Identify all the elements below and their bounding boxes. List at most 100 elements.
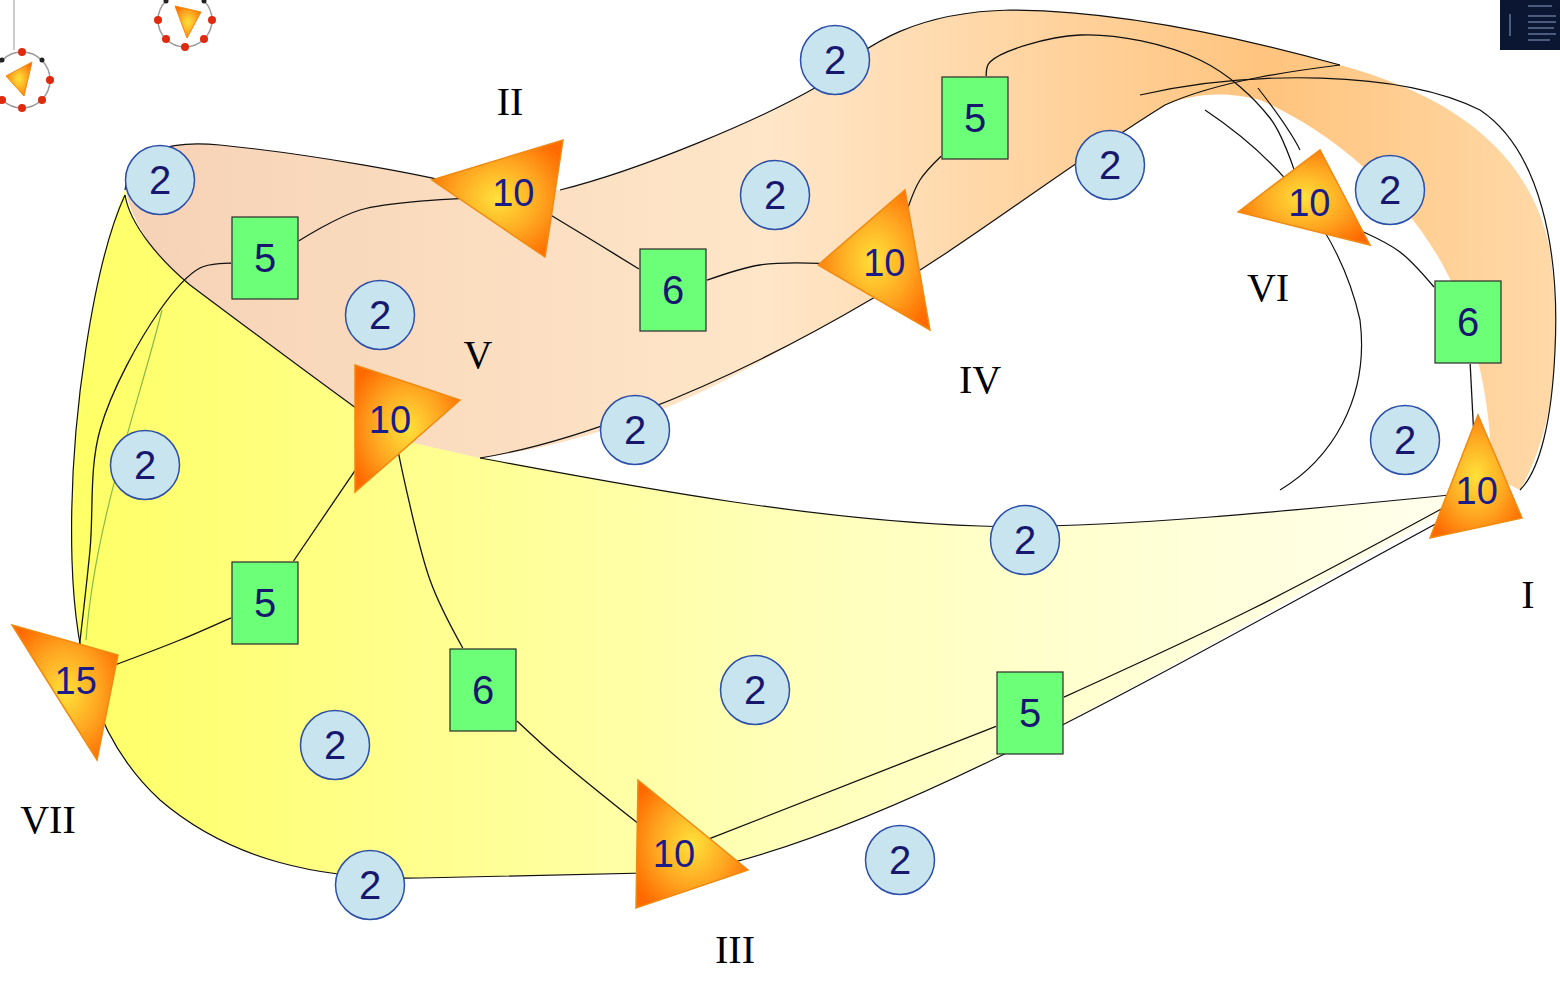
icon-dots — [154, 16, 216, 51]
weight-circle: 2 — [799, 24, 871, 96]
circle-outline — [991, 506, 1060, 575]
connector-line — [299, 199, 459, 241]
weight-circle: 2 — [299, 709, 371, 781]
weight-square: 6 — [449, 648, 517, 732]
weight-circle: 2 — [1369, 404, 1441, 476]
circle-outline — [126, 146, 195, 215]
weight-triangle: 10IV — [816, 188, 932, 332]
connector-line — [116, 618, 231, 665]
weight-number: 2 — [324, 723, 346, 767]
band-edge — [72, 195, 690, 878]
connector-line — [710, 726, 996, 838]
band-edge — [480, 458, 1480, 527]
panel-lines — [1510, 6, 1556, 40]
square-outline — [942, 77, 1008, 159]
weight-number: 10 — [1288, 183, 1330, 225]
weight-number: 2 — [1379, 168, 1401, 212]
weight-square: 5 — [231, 561, 299, 645]
weight-number: 2 — [369, 293, 391, 337]
weight-number: 2 — [1099, 143, 1121, 187]
weight-number: 10 — [369, 400, 411, 442]
triangle-outline — [1238, 150, 1370, 245]
weight-number: 5 — [964, 96, 986, 140]
corner-icon — [154, 0, 216, 51]
connector-line — [294, 471, 355, 561]
weight-square: 6 — [639, 248, 707, 332]
weight-triangle: 15VII — [10, 623, 120, 762]
weight-circle: 2 — [1074, 129, 1146, 201]
weight-circle: 2 — [109, 429, 181, 501]
weight-square: 6 — [1434, 280, 1502, 364]
band-edge — [560, 10, 1340, 190]
vertex-numeral: V — [464, 333, 493, 377]
weight-number: 5 — [254, 236, 276, 280]
weight-number: 2 — [1394, 418, 1416, 462]
circle-outline — [1371, 406, 1440, 475]
weight-number: 10 — [863, 243, 905, 285]
circle-outline — [721, 656, 790, 725]
weight-number: 2 — [889, 838, 911, 882]
triangle-outline — [1430, 415, 1522, 538]
weight-number: 2 — [359, 863, 381, 907]
weight-number: 2 — [624, 408, 646, 452]
band-edge — [1205, 110, 1362, 490]
weight-triangle: 10V — [353, 363, 462, 494]
triangle-outline — [818, 190, 930, 330]
weight-square: 5 — [996, 671, 1064, 755]
weight-number: 15 — [55, 661, 97, 703]
square-outline — [640, 249, 706, 331]
weight-number: 6 — [1457, 300, 1479, 344]
weight-triangle: 10III — [634, 778, 750, 910]
connector-line — [1064, 509, 1441, 697]
band-edge — [480, 65, 1340, 458]
triangle-outline — [636, 780, 748, 908]
circle-outline — [1356, 156, 1425, 225]
weight-circle: 2 — [719, 654, 791, 726]
weight-circle: 2 — [599, 394, 671, 466]
connector-line — [399, 454, 463, 648]
band-outline — [72, 10, 1556, 878]
square-outline — [450, 649, 516, 731]
weight-triangle: 10VI — [1236, 148, 1372, 247]
weight-number: 2 — [744, 668, 766, 712]
weight-number: 6 — [472, 668, 494, 712]
triangle-outline — [12, 625, 118, 760]
icon-ring — [0, 52, 50, 108]
weight-circle: 2 — [334, 849, 406, 921]
icon-ring — [158, 0, 212, 47]
connector-line — [1470, 364, 1473, 427]
connector-line — [707, 263, 820, 280]
icon-triangle — [175, 6, 201, 38]
icon-triangle — [6, 62, 32, 96]
circle-outline — [741, 161, 810, 230]
thumbnail-panel — [1500, 0, 1560, 50]
connector-line — [551, 215, 639, 269]
circle-outline — [801, 26, 870, 95]
band-edge — [700, 500, 1480, 870]
weight-number: 2 — [149, 158, 171, 202]
circle-outline — [346, 281, 415, 350]
vertex-numeral: IV — [959, 358, 1001, 402]
weight-number: 10 — [492, 173, 534, 215]
vertex-numeral: I — [1521, 573, 1534, 617]
circle-outline — [1076, 131, 1145, 200]
icon-dots — [0, 58, 45, 63]
vertex-numeral: VII — [20, 798, 76, 842]
connector-line — [1363, 232, 1434, 287]
weight-circle: 2 — [739, 159, 811, 231]
triangle-outline — [432, 140, 563, 257]
icon-dots — [0, 48, 54, 112]
circle-outline — [336, 851, 405, 920]
weight-square: 5 — [941, 76, 1009, 160]
weight-circle: 2 — [344, 279, 416, 351]
triangle-outline — [355, 365, 460, 492]
connector-line — [517, 721, 637, 823]
icon-dots — [164, 0, 207, 4]
weight-number: 2 — [134, 443, 156, 487]
weight-circle: 2 — [124, 144, 196, 216]
square-outline — [997, 672, 1063, 754]
connector-line — [908, 156, 941, 207]
